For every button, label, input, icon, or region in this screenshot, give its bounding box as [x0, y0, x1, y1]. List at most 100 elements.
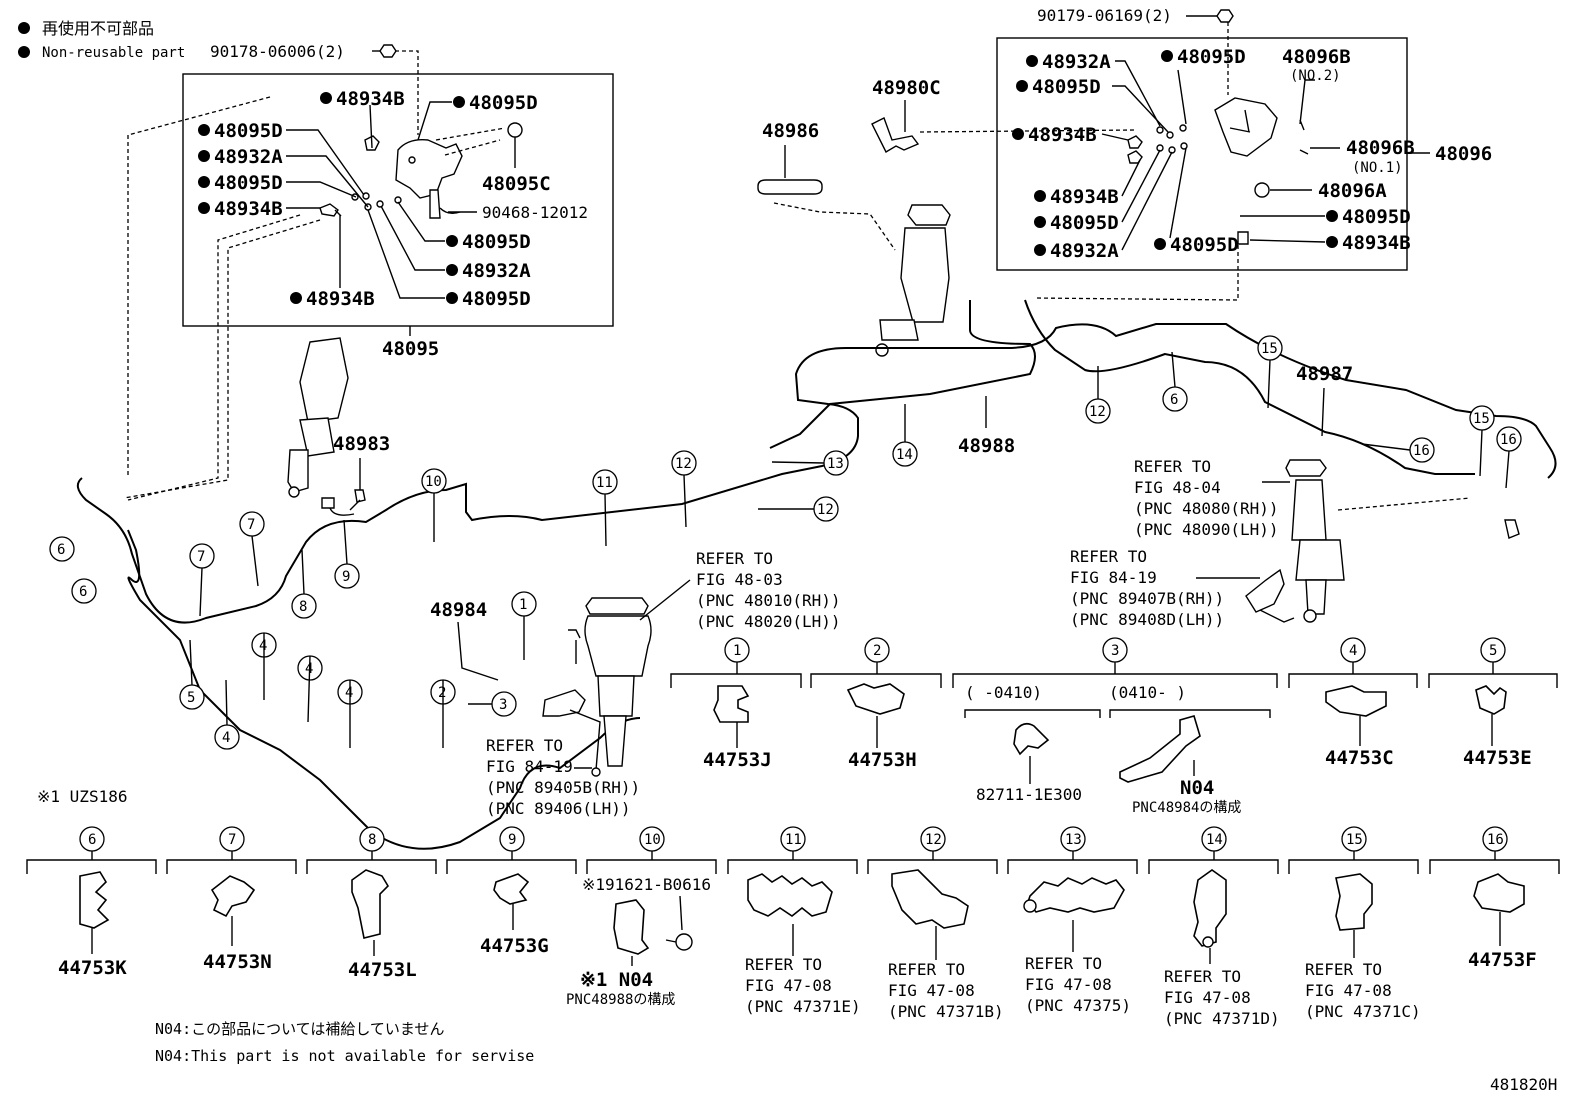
- callout-number: 16: [1413, 443, 1430, 459]
- callout-number: 13: [1065, 832, 1082, 848]
- callout-number: 9: [342, 569, 350, 585]
- callout-number: 6: [88, 832, 96, 848]
- hose-callouts: 6 6 7 7 8 9 10 11 12 13 12 14 12 6 15 16…: [49, 335, 1522, 750]
- cover-48986-icon: [757, 179, 823, 195]
- ref-line: (PNC 48080(RH)): [1134, 499, 1279, 518]
- part-label: (NO.1): [1352, 160, 1403, 176]
- callout-number: 12: [675, 456, 692, 472]
- part-label: 48934B: [214, 198, 283, 220]
- callout-number: 2: [873, 643, 881, 659]
- ref-line: (PNC 47371C): [1305, 1002, 1421, 1021]
- part-label: 48934B: [306, 288, 375, 310]
- part-label: 48096B: [1282, 46, 1351, 68]
- part-number: N04: [1180, 777, 1214, 799]
- label-48988: 48988: [958, 435, 1015, 457]
- callout-number: 8: [368, 832, 376, 848]
- clip-44753c-icon: [1325, 685, 1387, 717]
- reference-fig8419b: REFER TO FIG 84-19 (PNC 89407B(RH)) (PNC…: [1070, 547, 1260, 629]
- callout-number: 4: [345, 685, 353, 701]
- label-48980c: 48980C: [872, 77, 941, 99]
- part-label: 48095D: [469, 92, 538, 114]
- callout-number: 7: [197, 549, 205, 565]
- footnote-jp: N04:この部品については補給していません: [155, 1020, 444, 1038]
- ref-line: REFER TO: [1070, 547, 1147, 566]
- legend-en: Non-reusable part: [42, 45, 185, 61]
- callout-number: 6: [79, 584, 87, 600]
- callout-number: 12: [925, 832, 942, 848]
- ref-line: (PNC 89408D(LH)): [1070, 610, 1224, 629]
- ref-line: (PNC 89407B(RH)): [1070, 589, 1224, 608]
- air-suspension-strut-icon: [1285, 459, 1471, 623]
- ref-line: (PNC 48090(LH)): [1134, 520, 1279, 539]
- part-label: 48095D: [1170, 234, 1239, 256]
- date-range: ( -0410): [965, 683, 1042, 702]
- footnote-en: N04:This part is not available for servi…: [155, 1047, 534, 1065]
- air-suspension-strut-icon: [875, 204, 951, 357]
- ref-line: (PNC 47371E): [745, 997, 861, 1016]
- part-number: 44753G: [480, 935, 549, 957]
- callout-number: 16: [1487, 832, 1504, 848]
- right-box-parts: 48932A 48095D 48096B (NO.2) 48095D 48934…: [1012, 46, 1415, 262]
- part-label: 48096B: [1346, 137, 1415, 159]
- part-number: 82711-1E300: [976, 785, 1082, 804]
- part-label: 48095D: [1032, 76, 1101, 98]
- part-label: 48096A: [1318, 180, 1387, 202]
- callout-number: 16: [1500, 432, 1517, 448]
- part-label: 48934B: [1028, 124, 1097, 146]
- ref-line: FIG 84-19: [486, 757, 573, 776]
- part-label: (NO.2): [1290, 68, 1341, 84]
- ref-line: REFER TO: [1164, 967, 1241, 986]
- part-label: 48095C: [482, 173, 551, 195]
- callout-number: 5: [1489, 643, 1497, 659]
- height-sensor-icon: [1245, 568, 1295, 623]
- non-reusable-dot-icon: [18, 46, 30, 58]
- label-48987: 48987: [1296, 363, 1353, 385]
- ref-line: FIG 47-08: [1164, 988, 1251, 1007]
- sensor-48983-icon: [321, 489, 366, 509]
- part-label: 48934B: [1342, 232, 1411, 254]
- ref-line: FIG 84-19: [1070, 568, 1157, 587]
- reference-fig4803: REFER TO FIG 48-03 (PNC 48010(RH)) (PNC …: [639, 549, 841, 631]
- clip-47371c-icon: [1335, 873, 1373, 931]
- callout-number: 10: [644, 832, 661, 848]
- callout-number: 9: [508, 832, 516, 848]
- callout-number: 1: [733, 643, 741, 659]
- ref-line: FIG 47-08: [1025, 975, 1112, 994]
- bracket-48980c-icon: [871, 117, 920, 153]
- bracket-n04-icon: [613, 899, 650, 955]
- model-note: ※1 UZS186: [37, 787, 127, 806]
- part-number: 44753J: [703, 749, 772, 771]
- part-number: 44753N: [203, 951, 272, 973]
- clip-44753j-icon: [713, 685, 750, 723]
- ref-line: (PNC 47371D): [1164, 1009, 1280, 1028]
- part-label: 90468-12012: [482, 203, 588, 222]
- callout-number: 15: [1346, 832, 1363, 848]
- callout-number: 12: [817, 502, 834, 518]
- callout-number: 6: [1170, 392, 1178, 408]
- part-number: 44753C: [1325, 747, 1394, 769]
- ref-line: (PNC 47371B): [888, 1002, 1004, 1021]
- ref-line: REFER TO: [745, 955, 822, 974]
- part-label: 48095D: [1177, 46, 1246, 68]
- callout-number: 1: [519, 597, 527, 613]
- bolt-icon: [675, 933, 693, 951]
- ref-line: (PNC 89406(LH)): [486, 799, 631, 818]
- callout-number: 5: [187, 690, 195, 706]
- clip-44753f-icon: [1473, 873, 1525, 913]
- connector-icon: [1504, 519, 1520, 539]
- left-assembly-box: [182, 73, 614, 327]
- part-number: 44753K: [58, 957, 127, 979]
- callout-number: 4: [259, 638, 267, 654]
- clip-44753l-icon: [351, 869, 390, 939]
- clip-44753k-icon: [79, 871, 110, 929]
- ref-line: REFER TO: [888, 960, 965, 979]
- clip-44753g-icon: [493, 873, 530, 905]
- clip-47371d-icon: [1193, 869, 1227, 947]
- part-label: 48932A: [462, 260, 531, 282]
- left-box-parts: 48934B 48095D 48095D 48932A 48095D 48934…: [198, 88, 588, 310]
- nut-icon: [1216, 9, 1234, 23]
- left-box-label: 48095: [382, 338, 439, 360]
- clip-44753n-icon: [210, 875, 256, 918]
- callout-number: 3: [1111, 643, 1119, 659]
- clip-47371b-icon: [891, 869, 969, 929]
